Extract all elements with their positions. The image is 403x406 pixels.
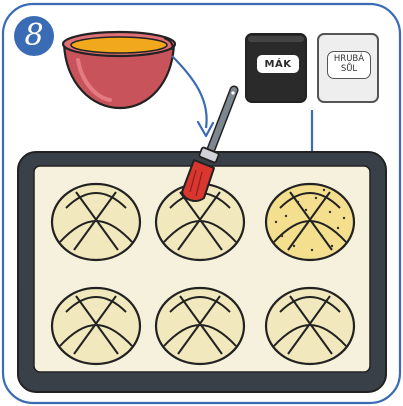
step-number: 8 bbox=[24, 21, 43, 51]
pretzel-6 bbox=[266, 288, 354, 364]
poppy-seed-label: MÁK bbox=[255, 53, 301, 75]
pretzel-3-salted bbox=[266, 184, 354, 260]
coarse-salt-label: HRUBÁ SŮL bbox=[327, 51, 371, 79]
step-number-badge: 8 bbox=[14, 16, 54, 56]
pretzel-5 bbox=[156, 288, 244, 364]
pretzel-4 bbox=[52, 288, 140, 364]
coarse-salt-label-line2: SŮL bbox=[341, 65, 357, 75]
poppy-seed-label-text: MÁK bbox=[265, 59, 292, 70]
pretzel-1 bbox=[52, 184, 140, 260]
